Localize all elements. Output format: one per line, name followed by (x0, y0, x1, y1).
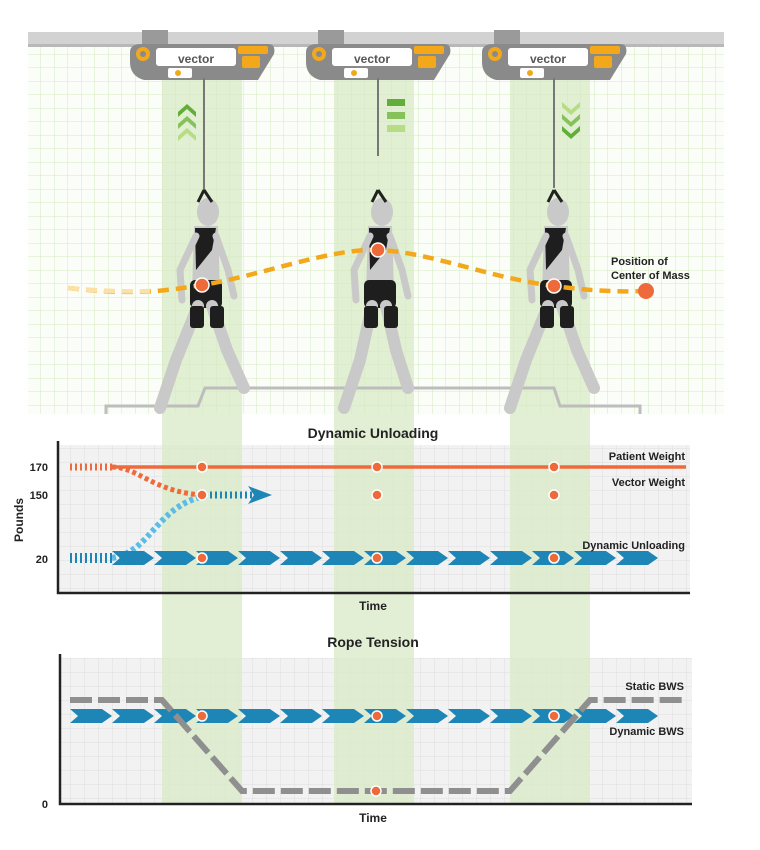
walking-figure-2 (338, 189, 414, 414)
gear-icon (136, 47, 150, 61)
chevron-segment (280, 709, 322, 723)
dynamic-bws-arrow (70, 709, 658, 723)
com-marker-2 (370, 242, 386, 258)
patient-weight-label: Patient Weight (609, 451, 686, 463)
static-bws-label: Static BWS (625, 681, 684, 693)
com-label-line1: Position of (611, 256, 668, 268)
vector-logo: vector (178, 52, 214, 66)
chart2-xlabel: Time (359, 811, 387, 825)
chevron-segment (616, 709, 658, 723)
ropes (203, 78, 555, 192)
chevron-segment (322, 709, 364, 723)
chevron-segment (112, 551, 154, 565)
ytick-20: 20 (36, 554, 48, 566)
vector-weight-label: Vector Weight (612, 477, 685, 489)
chart1-title: Dynamic Unloading (308, 425, 439, 441)
bars-icon (387, 99, 405, 132)
chevron-segment (574, 551, 616, 565)
ytick-0: 0 (42, 799, 48, 811)
vector-logo: vector (354, 52, 390, 66)
walking-figure-3 (504, 189, 600, 414)
chart2-title: Rope Tension (327, 634, 419, 650)
chevron-segment (238, 551, 280, 565)
chevron-segment (154, 551, 196, 565)
chevron-segment (406, 709, 448, 723)
com-markers (194, 242, 654, 299)
trolley-unit-2: vector (306, 30, 451, 80)
rope-tension-chart: Rope Tension Time 0 Static BWS Dynamic B… (42, 634, 692, 825)
chart1-xlabel: Time (359, 599, 387, 613)
com-label-line2: Center of Mass (611, 270, 690, 282)
chevron-segment (406, 551, 448, 565)
ytick-170: 170 (30, 462, 48, 474)
chevron-segment (322, 551, 364, 565)
dynamic-bws-label: Dynamic BWS (609, 726, 684, 738)
chevron-segment (280, 551, 322, 565)
trolley-unit-1: vector (130, 30, 275, 80)
com-marker-1 (194, 277, 210, 293)
chart1-ylabel: Pounds (12, 498, 26, 542)
trolley-unit-3: vector (482, 30, 627, 80)
ceiling-rail (28, 32, 724, 46)
com-legend-marker (638, 283, 654, 299)
chevron-segment (238, 709, 280, 723)
chevron-segment (70, 709, 112, 723)
chevron-segment (490, 551, 532, 565)
chevrons-down-icon (562, 102, 580, 139)
chart2-markers (196, 710, 560, 797)
chevron-segment (616, 551, 658, 565)
chart1-markers (196, 461, 560, 564)
chevron-segment (448, 551, 490, 565)
chevrons-up-icon (178, 104, 196, 141)
ytick-150: 150 (30, 490, 48, 502)
com-marker-3 (546, 278, 562, 294)
vector-weight-arrowhead (248, 486, 272, 504)
walking-figure-1 (154, 189, 250, 414)
chevron-segment (112, 709, 154, 723)
chevron-segment (574, 709, 616, 723)
vector-logo: vector (530, 52, 566, 66)
gear-icon (312, 47, 326, 61)
walking-platform (104, 386, 642, 414)
dynamic-unloading-label: Dynamic Unloading (582, 540, 685, 552)
chevron-segment (448, 709, 490, 723)
gear-icon (488, 47, 502, 61)
chevron-segment (490, 709, 532, 723)
dynamic-unloading-chart: Dynamic Unloading Pounds Time 170 150 20… (12, 425, 690, 613)
